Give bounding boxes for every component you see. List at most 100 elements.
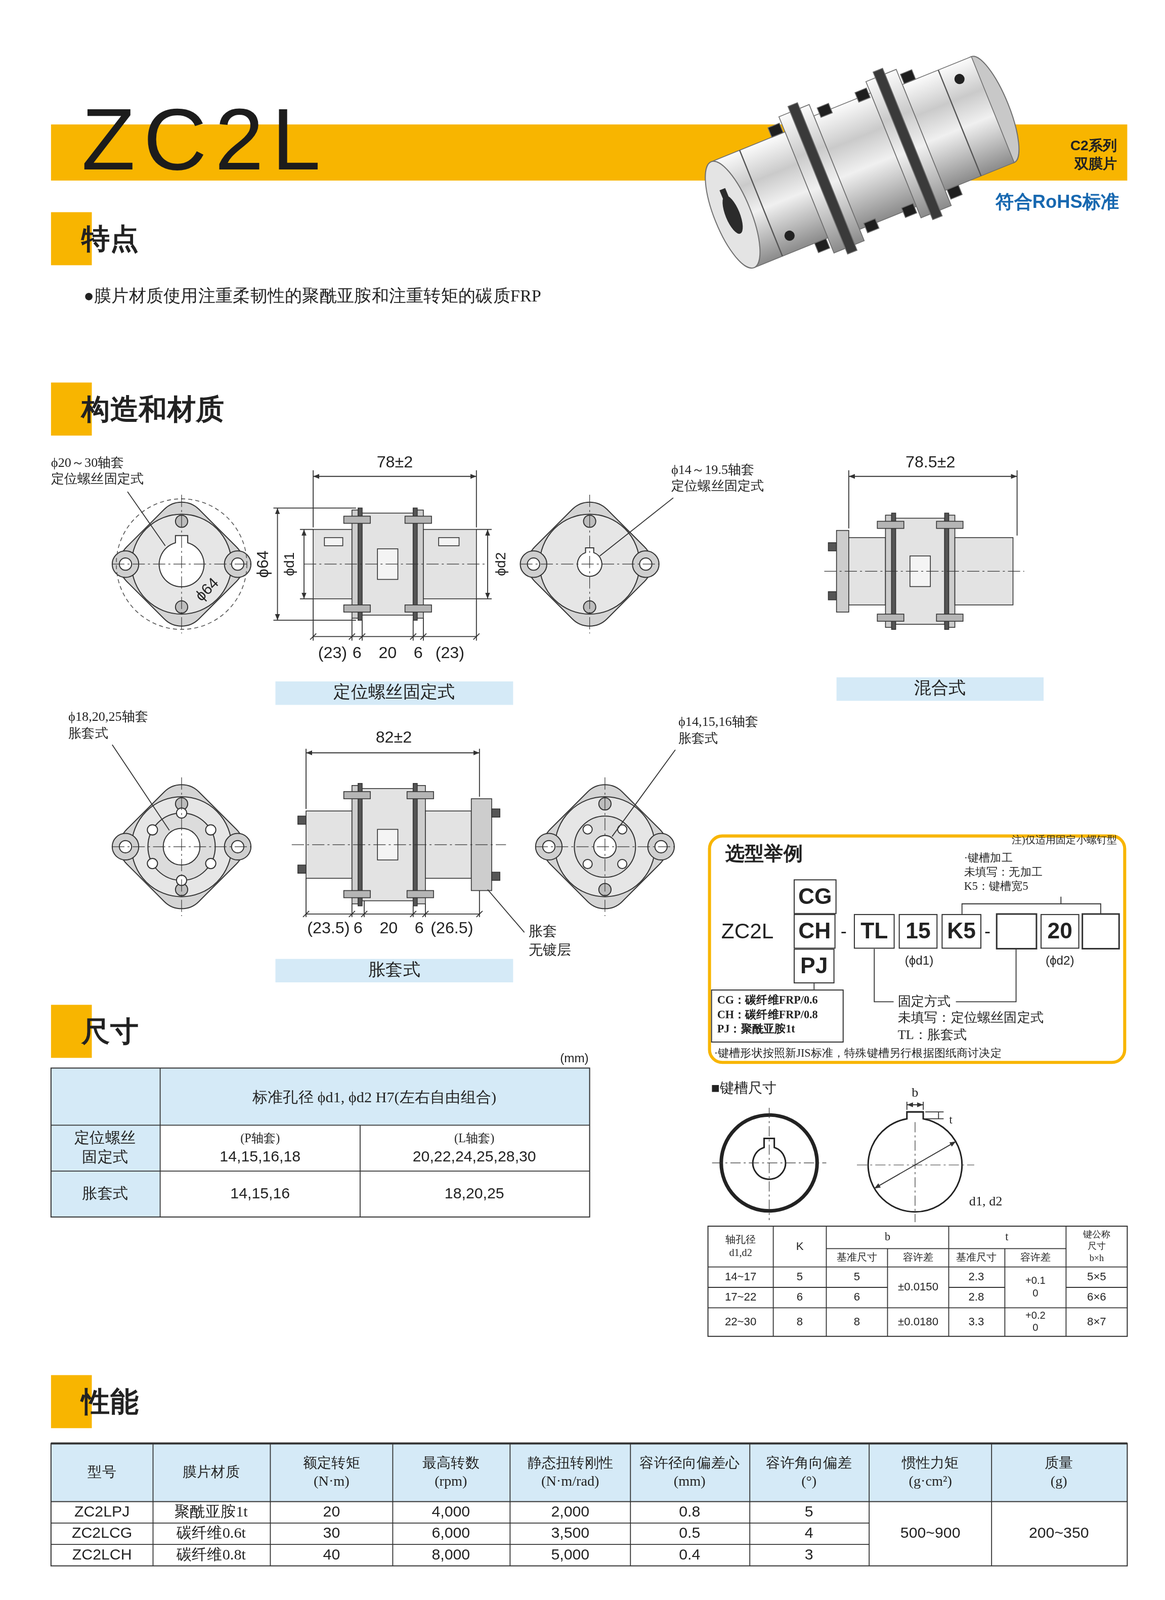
label-text: 定位螺丝 固定式 <box>0 1128 258 1168</box>
label-text: K <box>796 1239 804 1254</box>
table-rule <box>270 1443 272 1567</box>
label-anchor: 容许差 <box>902 1251 934 1265</box>
label-anchor: 20 <box>379 918 398 939</box>
extension-line <box>925 1111 944 1113</box>
label-anchor: 定位螺丝 固定式 <box>0 1128 258 1168</box>
table-rule <box>948 1286 1005 1288</box>
label-text: 14~17 <box>724 1270 757 1285</box>
table-rule <box>772 1226 774 1337</box>
label-text: 3.3 <box>968 1315 984 1330</box>
table-rule <box>629 1443 631 1567</box>
table-rule <box>887 1248 889 1336</box>
label-anchor: K <box>796 1239 804 1254</box>
label-anchor: 2.8 <box>968 1290 984 1305</box>
extension-line <box>1016 470 1018 536</box>
label-text: 30 <box>323 1523 341 1543</box>
label-text: +0.1 <box>1025 1274 1046 1288</box>
blank-code-box <box>996 914 1037 949</box>
label-text: 6,000 <box>431 1523 470 1543</box>
label-anchor: 双膜片 <box>1074 155 1118 174</box>
coupling-part <box>297 815 307 825</box>
table-rule <box>51 1442 1128 1445</box>
label-text: 4,000 <box>431 1502 470 1522</box>
label-anchor: 0 <box>1032 1286 1039 1300</box>
label-anchor: ϕd1 <box>280 552 299 577</box>
label-text: 22~30 <box>724 1315 757 1330</box>
label-anchor: 3 <box>804 1544 814 1565</box>
label-anchor: 构造和材质 <box>81 391 225 427</box>
table-rule <box>51 1543 870 1545</box>
label-anchor: 14,15,16,18 <box>219 1147 301 1167</box>
lock-bolt <box>583 859 593 869</box>
node-text: K5 <box>946 918 976 945</box>
label-text: ϕ64 <box>252 550 274 578</box>
table-rule <box>359 1125 361 1217</box>
label-anchor: 胀套式 <box>81 1184 128 1204</box>
dimension-line <box>306 752 480 754</box>
label-text: 5×5 <box>1087 1270 1107 1285</box>
node-text: 15 <box>905 918 931 945</box>
dimension-line <box>277 507 279 621</box>
dimension-line <box>937 1111 939 1119</box>
label-text: 3,500 <box>550 1523 590 1543</box>
label-text: ϕ14,15,16轴套 胀套式 <box>678 713 985 748</box>
flange-outline <box>109 774 254 919</box>
label-anchor: 3.3 <box>968 1315 984 1330</box>
label-text: 14,15,16 <box>230 1184 290 1204</box>
end-view <box>517 492 662 637</box>
coupling-part <box>438 537 459 546</box>
label-text: 6 <box>414 918 424 939</box>
label-text: t <box>948 1112 953 1128</box>
label-text: ZC2LCG <box>71 1523 133 1543</box>
code-box: CH <box>793 914 836 949</box>
coupling-part <box>936 614 963 622</box>
label-anchor: 特点 <box>81 221 139 257</box>
label-text: 聚酰亚胺1t <box>174 1502 248 1522</box>
diameter-line <box>874 1141 956 1189</box>
coupling-part <box>828 591 837 600</box>
label-anchor: ■键槽尺寸 <box>711 1079 778 1098</box>
label-anchor: 2.3 <box>968 1270 984 1285</box>
label-text: 20 <box>378 642 397 663</box>
label-anchor: ϕ20～30轴套 定位螺丝固定式 <box>51 454 358 489</box>
label-text: 5,000 <box>550 1544 590 1565</box>
coupling-part <box>491 808 500 817</box>
table-rule <box>51 1170 590 1172</box>
coupling-part <box>297 865 307 874</box>
bolt-head <box>854 88 871 103</box>
label-anchor: 质量 (g) <box>905 1454 1165 1491</box>
extension-line <box>479 748 481 797</box>
code-box: K5 <box>941 914 982 949</box>
label-text: ZC2LPJ <box>74 1502 130 1522</box>
coupling-part <box>936 521 963 529</box>
bore <box>718 193 747 237</box>
label-text: 2.3 <box>968 1270 984 1285</box>
extension-line <box>305 878 307 918</box>
label-text: ·键槽加工 未填写：无加工 K5：键槽宽5 <box>964 851 1165 894</box>
node-text: CG：碳纤维FRP/0.6 CH：碳纤维FRP/0.8 PJ：聚酰亚胺1t <box>717 993 838 1036</box>
label-anchor: 碳纤维0.8t <box>176 1544 246 1565</box>
label-text: b <box>884 1230 891 1245</box>
code-box: CG <box>793 879 837 915</box>
label-text: 质量 (g) <box>905 1454 1165 1491</box>
label-text: 78±2 <box>376 451 414 472</box>
label-text: 0.4 <box>678 1544 701 1565</box>
label-text: 6 <box>796 1290 803 1305</box>
label-anchor: 8,000 <box>431 1544 470 1565</box>
label-text: 2.8 <box>968 1290 984 1305</box>
lock-bolt <box>617 825 627 835</box>
label-anchor: ZC2LPJ <box>74 1502 130 1522</box>
label-text: - <box>840 920 847 943</box>
leader-line <box>127 491 166 546</box>
leader-line <box>1060 896 1062 904</box>
label-text: 6 <box>353 918 363 939</box>
caption-band: 定位螺丝固定式 <box>275 681 513 705</box>
label-anchor: 78±2 <box>376 451 414 472</box>
label-anchor: 固定方式 未填写：定位螺丝固定式 TL：胀套式 <box>897 993 1165 1043</box>
extension-line <box>273 507 356 509</box>
label-anchor: 8 <box>796 1315 803 1330</box>
label-text: 胀套 无镀层 <box>528 922 835 959</box>
label-anchor: 20 <box>323 1502 341 1522</box>
leader-line <box>956 948 1017 1002</box>
lock-bolt <box>147 858 158 869</box>
